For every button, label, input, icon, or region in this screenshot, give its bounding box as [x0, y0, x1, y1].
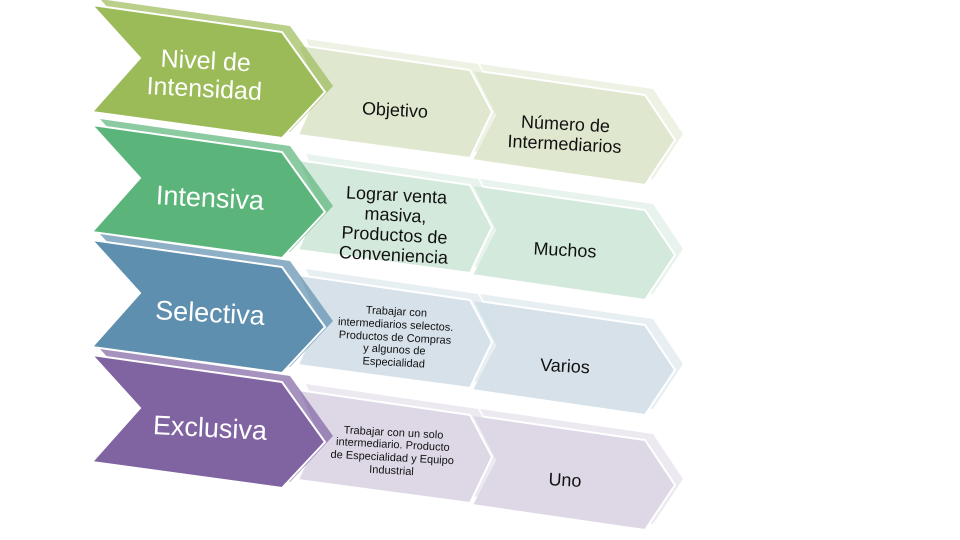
intensiva-objective-label: Lograr venta masiva, Productos de Conven… — [338, 182, 449, 268]
selectiva-intermediaries-label: Varios — [539, 354, 591, 378]
intensiva-lead-chevron — [89, 123, 327, 260]
selectiva-lead-chevron — [89, 238, 327, 375]
exclusiva-intermediaries-label: Uno — [547, 469, 583, 491]
exclusiva-label: Exclusiva — [152, 409, 268, 446]
selectiva-label: Selectiva — [154, 295, 266, 331]
exclusiva-objective-label: Trabajar con un solo intermediario. Prod… — [330, 424, 455, 478]
intensiva-intermediaries-label: Muchos — [533, 238, 597, 262]
header-lead-chevron — [89, 3, 327, 140]
intensiva-label: Intensiva — [155, 180, 265, 216]
header-intermediaries-label: Número de Intermediarios — [507, 111, 622, 157]
header-level-label: Nivel de Intensidad — [145, 44, 263, 106]
selectiva-objective-label: Trabajar con intermediarios selectos. Pr… — [337, 304, 454, 371]
exclusiva-lead-chevron — [89, 353, 327, 490]
header-objective-label: Objetivo — [361, 98, 429, 122]
